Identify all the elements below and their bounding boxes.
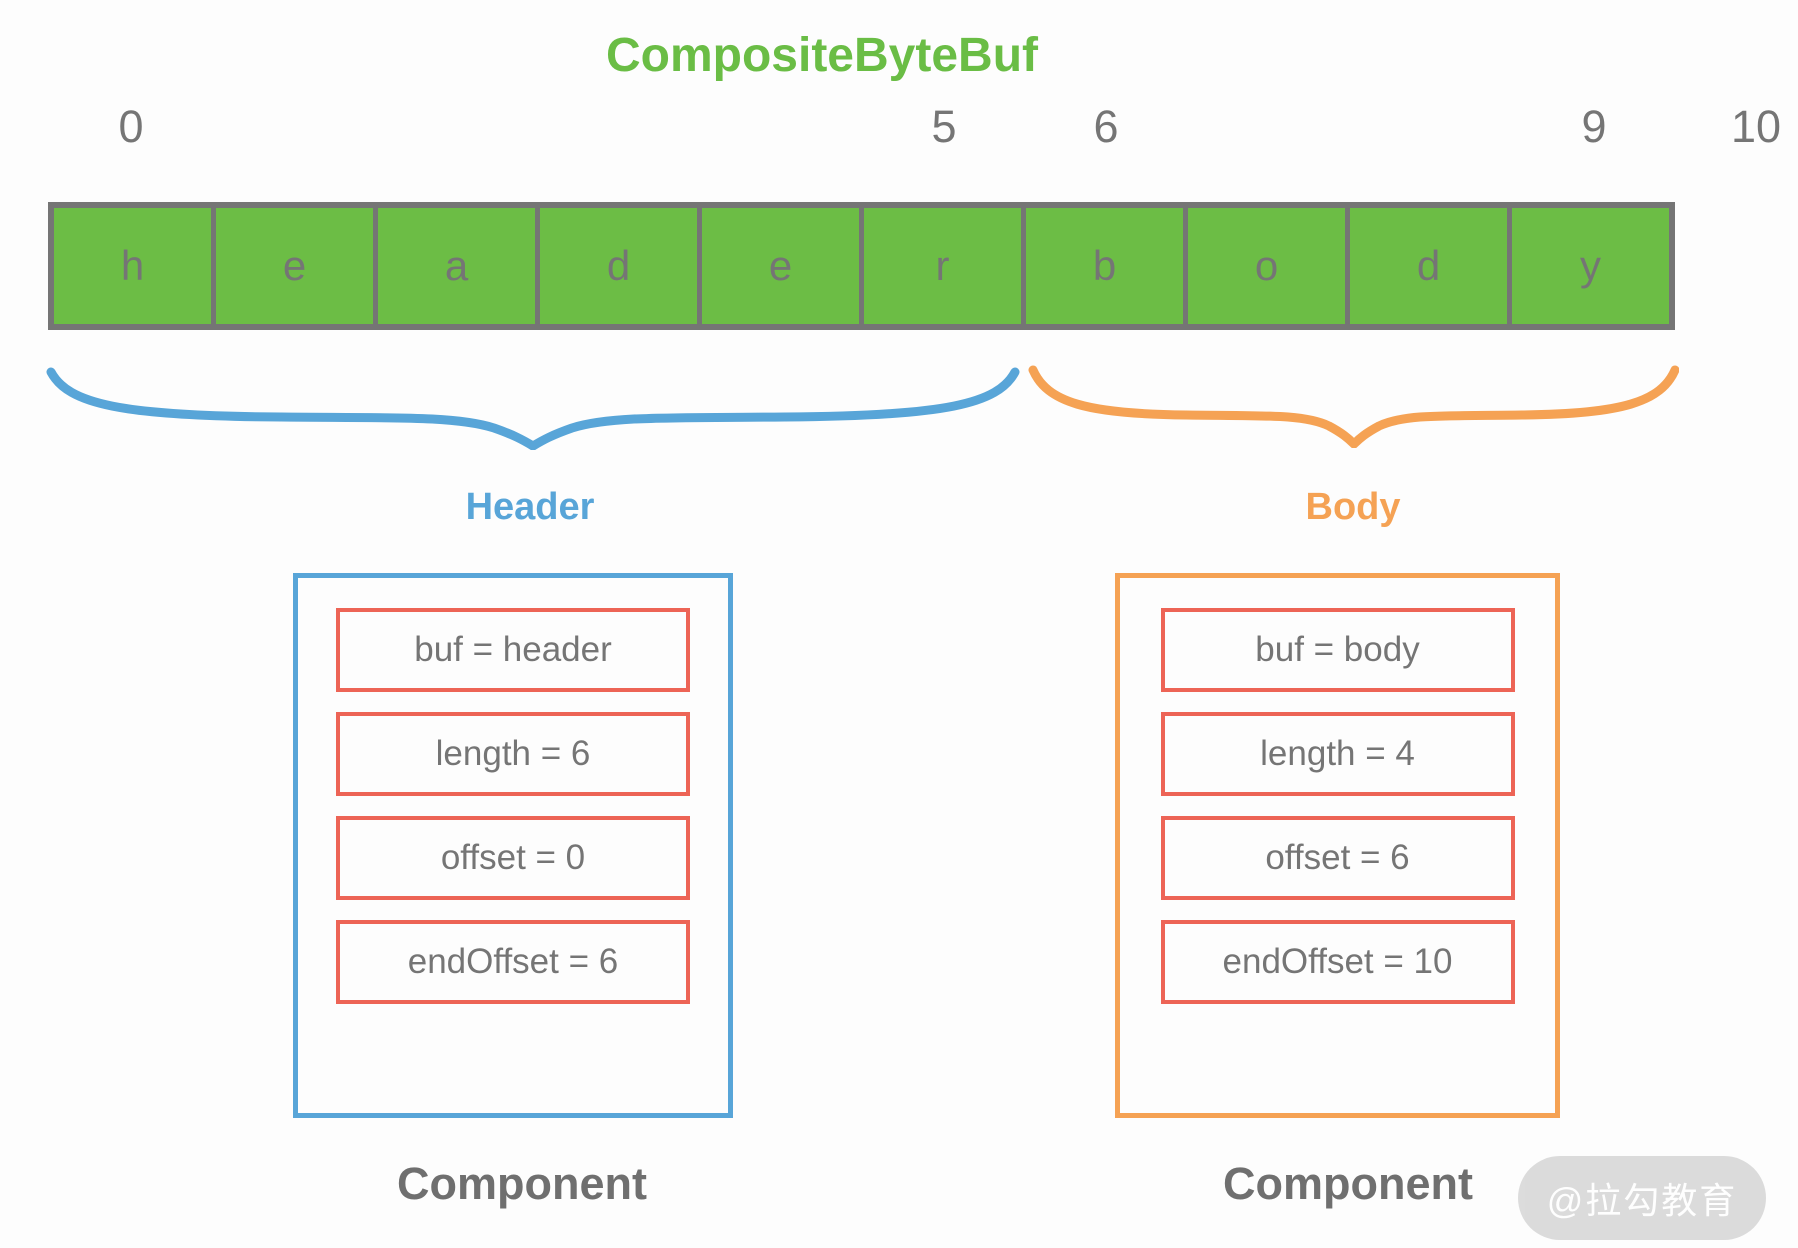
buffer-cell-9: y: [1512, 208, 1669, 324]
buffer-cell-3: d: [540, 208, 702, 324]
field-buf-body: buf = body: [1160, 608, 1515, 692]
index-label-0: 0: [118, 101, 144, 152]
field-buf-header: buf = header: [336, 608, 690, 692]
field-length-header: length = 6: [336, 712, 690, 796]
body-brace-icon: [1028, 365, 1679, 448]
body-region-label: Body: [1305, 486, 1401, 528]
buffer-cell-8: d: [1350, 208, 1512, 324]
body-component-caption: Component: [1223, 1158, 1473, 1209]
buffer-cell-6: b: [1026, 208, 1188, 324]
diagram-title: CompositeByteBuf: [605, 29, 1039, 82]
buffer-cell-7: o: [1188, 208, 1350, 324]
field-offset-body: offset = 6: [1160, 816, 1515, 900]
watermark-badge: @拉勾教育: [1518, 1156, 1766, 1240]
header-component-box: buf = header length = 6 offset = 0 endOf…: [293, 573, 733, 1118]
field-endoffset-header: endOffset = 6: [336, 920, 690, 1004]
index-label-6: 6: [1093, 101, 1119, 152]
body-component-box: buf = body length = 4 offset = 6 endOffs…: [1115, 573, 1560, 1118]
index-label-10: 10: [1730, 101, 1782, 152]
header-region-label: Header: [465, 486, 595, 528]
buffer-cell-0: h: [54, 208, 216, 324]
index-label-5: 5: [931, 101, 957, 152]
buffer-cell-4: e: [702, 208, 864, 324]
field-offset-header: offset = 0: [336, 816, 690, 900]
header-component-caption: Component: [397, 1158, 647, 1209]
buffer-cell-2: a: [378, 208, 540, 324]
byte-buffer-bar: h e a d e r b o d y: [48, 202, 1675, 330]
buffer-cell-1: e: [216, 208, 378, 324]
field-length-body: length = 4: [1160, 712, 1515, 796]
buffer-cell-5: r: [864, 208, 1026, 324]
header-brace-icon: [46, 367, 1020, 450]
index-label-9: 9: [1581, 101, 1607, 152]
field-endoffset-body: endOffset = 10: [1160, 920, 1515, 1004]
